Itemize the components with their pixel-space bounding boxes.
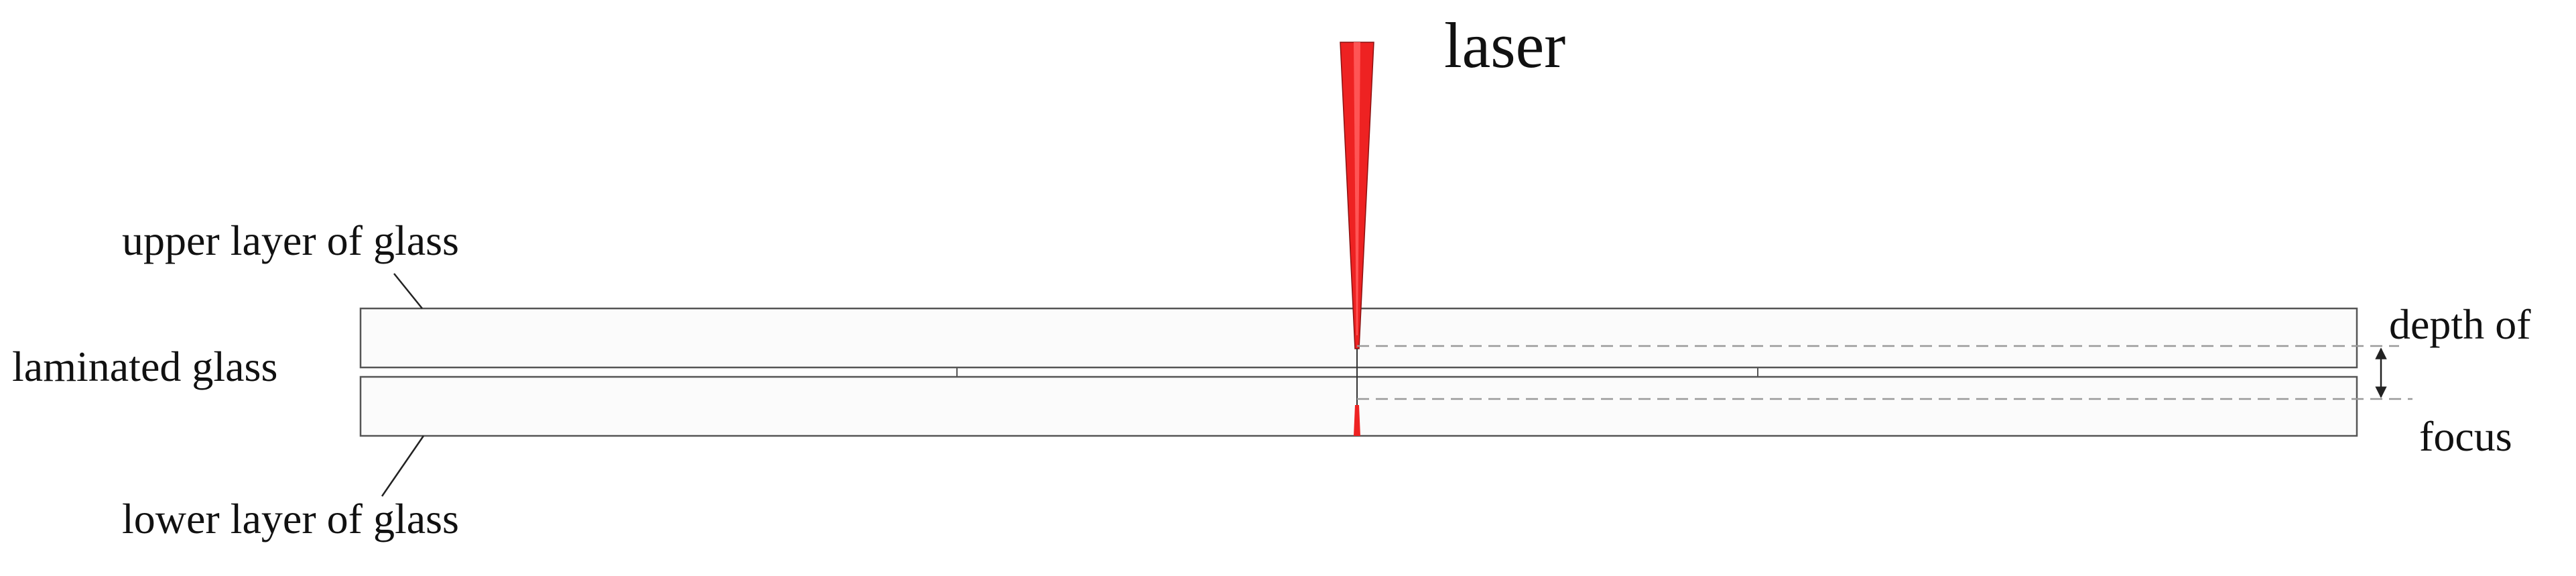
laser-label: laser (1444, 9, 1565, 81)
upper-layer-label: upper layer of glass (122, 217, 459, 264)
lower-layer-leader (381, 435, 425, 497)
upper-layer-leader (393, 273, 423, 309)
laser-beam-exit (1354, 405, 1360, 436)
depth-of-label: depth of (2389, 300, 2531, 348)
laser-beam-highlight (1354, 42, 1360, 335)
lower-layer-label: lower layer of glass (122, 495, 459, 542)
laminated-glass-label: laminated glass (12, 343, 277, 390)
focus-label: focus (2419, 412, 2512, 460)
